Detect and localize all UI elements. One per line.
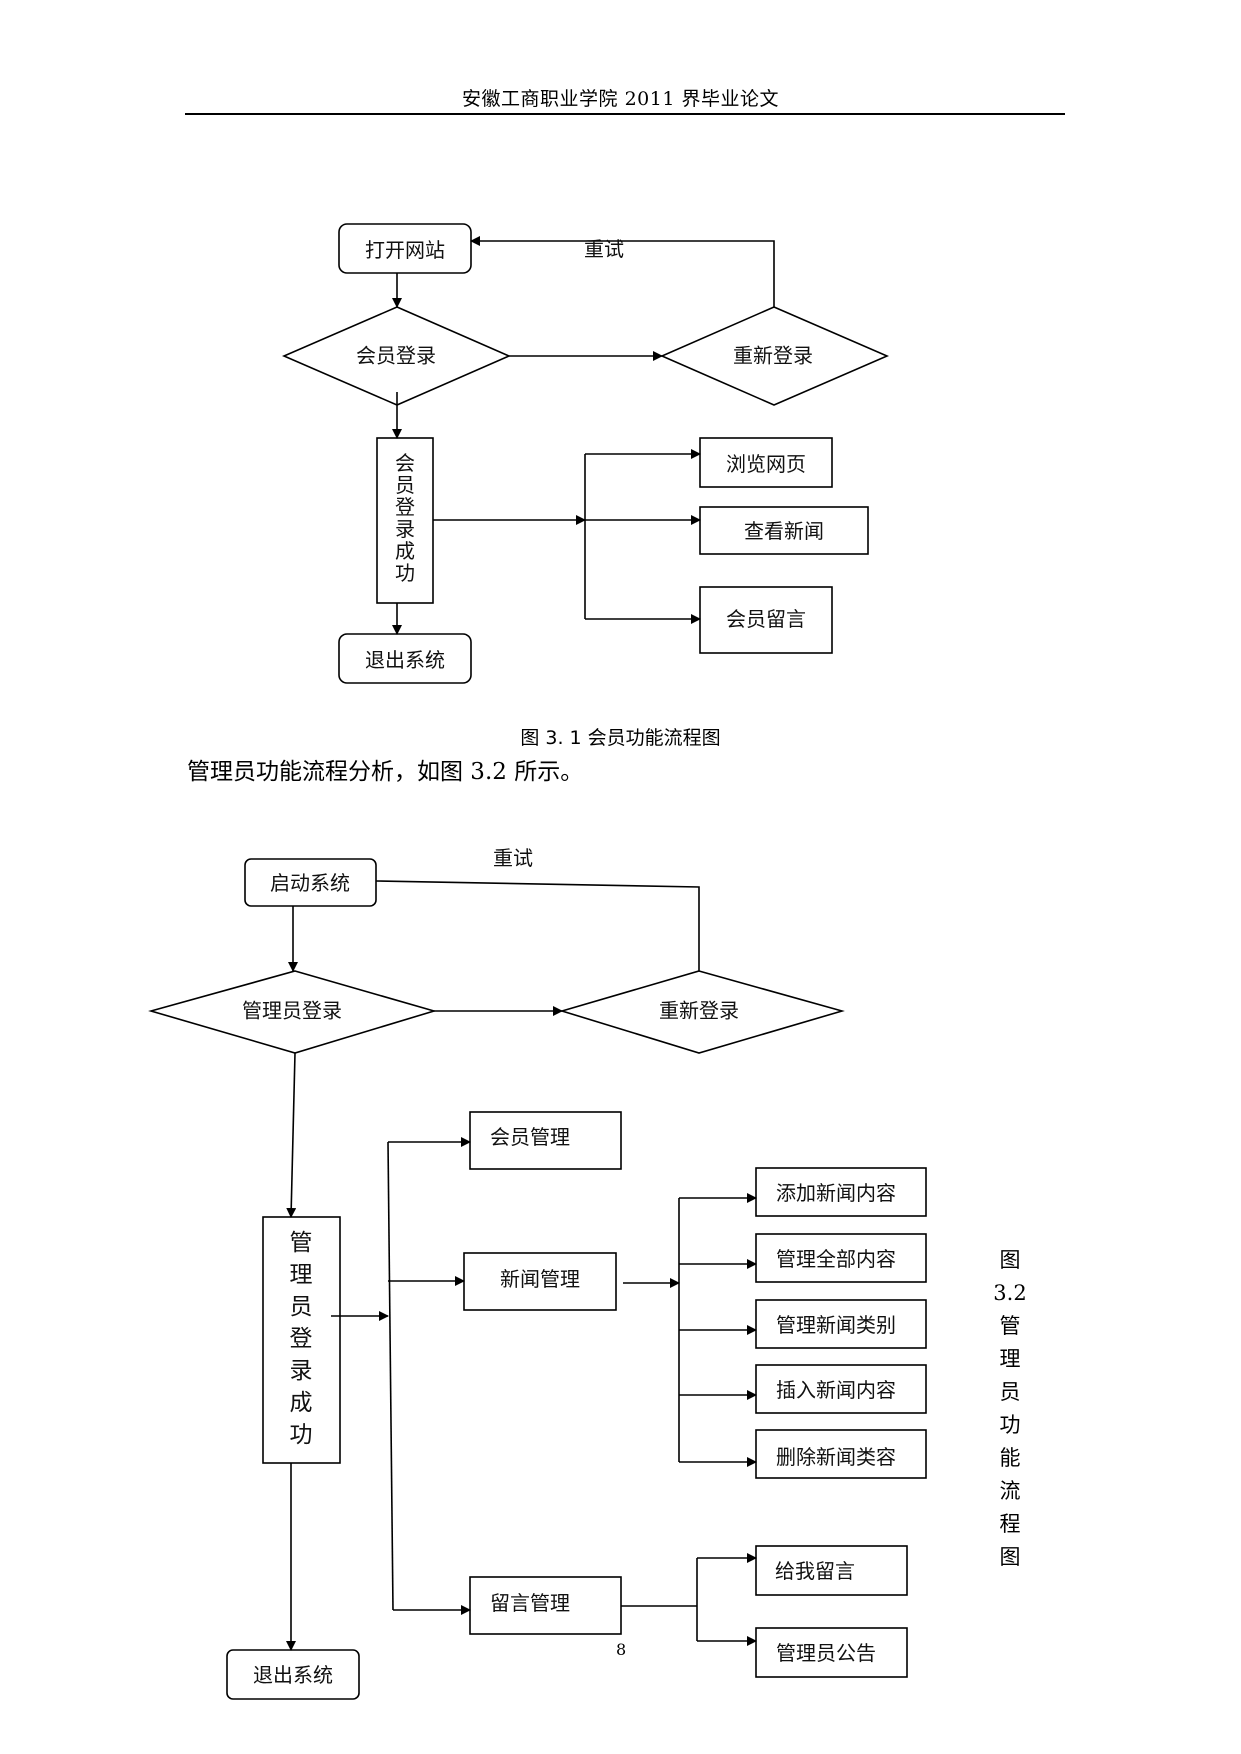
figure1-caption: 图 3. 1 会员功能流程图: [520, 727, 721, 749]
start-system-label: 启动系统: [270, 871, 350, 895]
view-news-box: [699, 506, 869, 555]
view-news-label: 查看新闻: [744, 519, 824, 543]
exit-box-1: [338, 633, 472, 684]
start-system-box: [244, 858, 377, 907]
relogin-diamond-2: [559, 970, 845, 1054]
f1-retry-line: [470, 236, 775, 307]
retry-label-2: 重试: [493, 846, 533, 870]
add-news-label: 添加新闻内容: [776, 1181, 896, 1205]
insert-news-label: 插入新闻内容: [776, 1378, 896, 1402]
relogin-label-2: 重新登录: [659, 999, 739, 1023]
admin-login-label: 管理员登录: [242, 999, 342, 1023]
open-site-box: [338, 223, 472, 274]
f2-branch-trunk: [387, 1141, 394, 1611]
member-mgmt-label: 会员管理: [490, 1125, 570, 1149]
manage-category-box: [755, 1299, 927, 1349]
admin-success-label: 管理员登录成功: [290, 1230, 313, 1448]
browse-label: 浏览网页: [726, 452, 806, 476]
manage-category-label: 管理新闻类别: [776, 1313, 896, 1337]
body-paragraph: 管理员功能流程分析，如图 3.2 所示。: [187, 759, 584, 785]
browse-box: [699, 437, 833, 488]
leave-message-label: 给我留言: [775, 1559, 855, 1583]
page-number: 8: [616, 1640, 627, 1659]
message-mgmt-label: 留言管理: [490, 1591, 570, 1615]
exit-label-2: 退出系统: [253, 1663, 333, 1687]
add-news-box: [755, 1167, 927, 1217]
retry-label-1: 重试: [584, 237, 624, 261]
announcement-label: 管理员公告: [776, 1641, 876, 1665]
announcement-box: [755, 1627, 908, 1678]
delete-news-label: 删除新闻类容: [776, 1445, 896, 1469]
relogin-diamond-1: [660, 306, 890, 406]
delete-news-box: [755, 1429, 927, 1479]
relogin-label-1: 重新登录: [733, 344, 813, 368]
member-message-label: 会员留言: [726, 607, 806, 631]
insert-news-box: [755, 1364, 927, 1414]
exit-label-1: 退出系统: [365, 648, 445, 672]
news-mgmt-label: 新闻管理: [500, 1267, 580, 1291]
member-login-label: 会员登录: [356, 344, 436, 368]
member-success-label: 会员登录成功: [395, 451, 415, 585]
f2-retry-line: [375, 880, 700, 971]
manage-all-label: 管理全部内容: [776, 1247, 896, 1271]
f2-arrow-login-to-success: [286, 1052, 297, 1218]
open-site-label: 打开网站: [365, 238, 445, 262]
page-header: 安徽工商职业学院 2011 界毕业论文: [462, 88, 779, 110]
header-rule: [185, 113, 1065, 115]
leave-message-box: [755, 1545, 908, 1596]
admin-success-box: [262, 1216, 341, 1464]
manage-all-box: [755, 1233, 927, 1283]
